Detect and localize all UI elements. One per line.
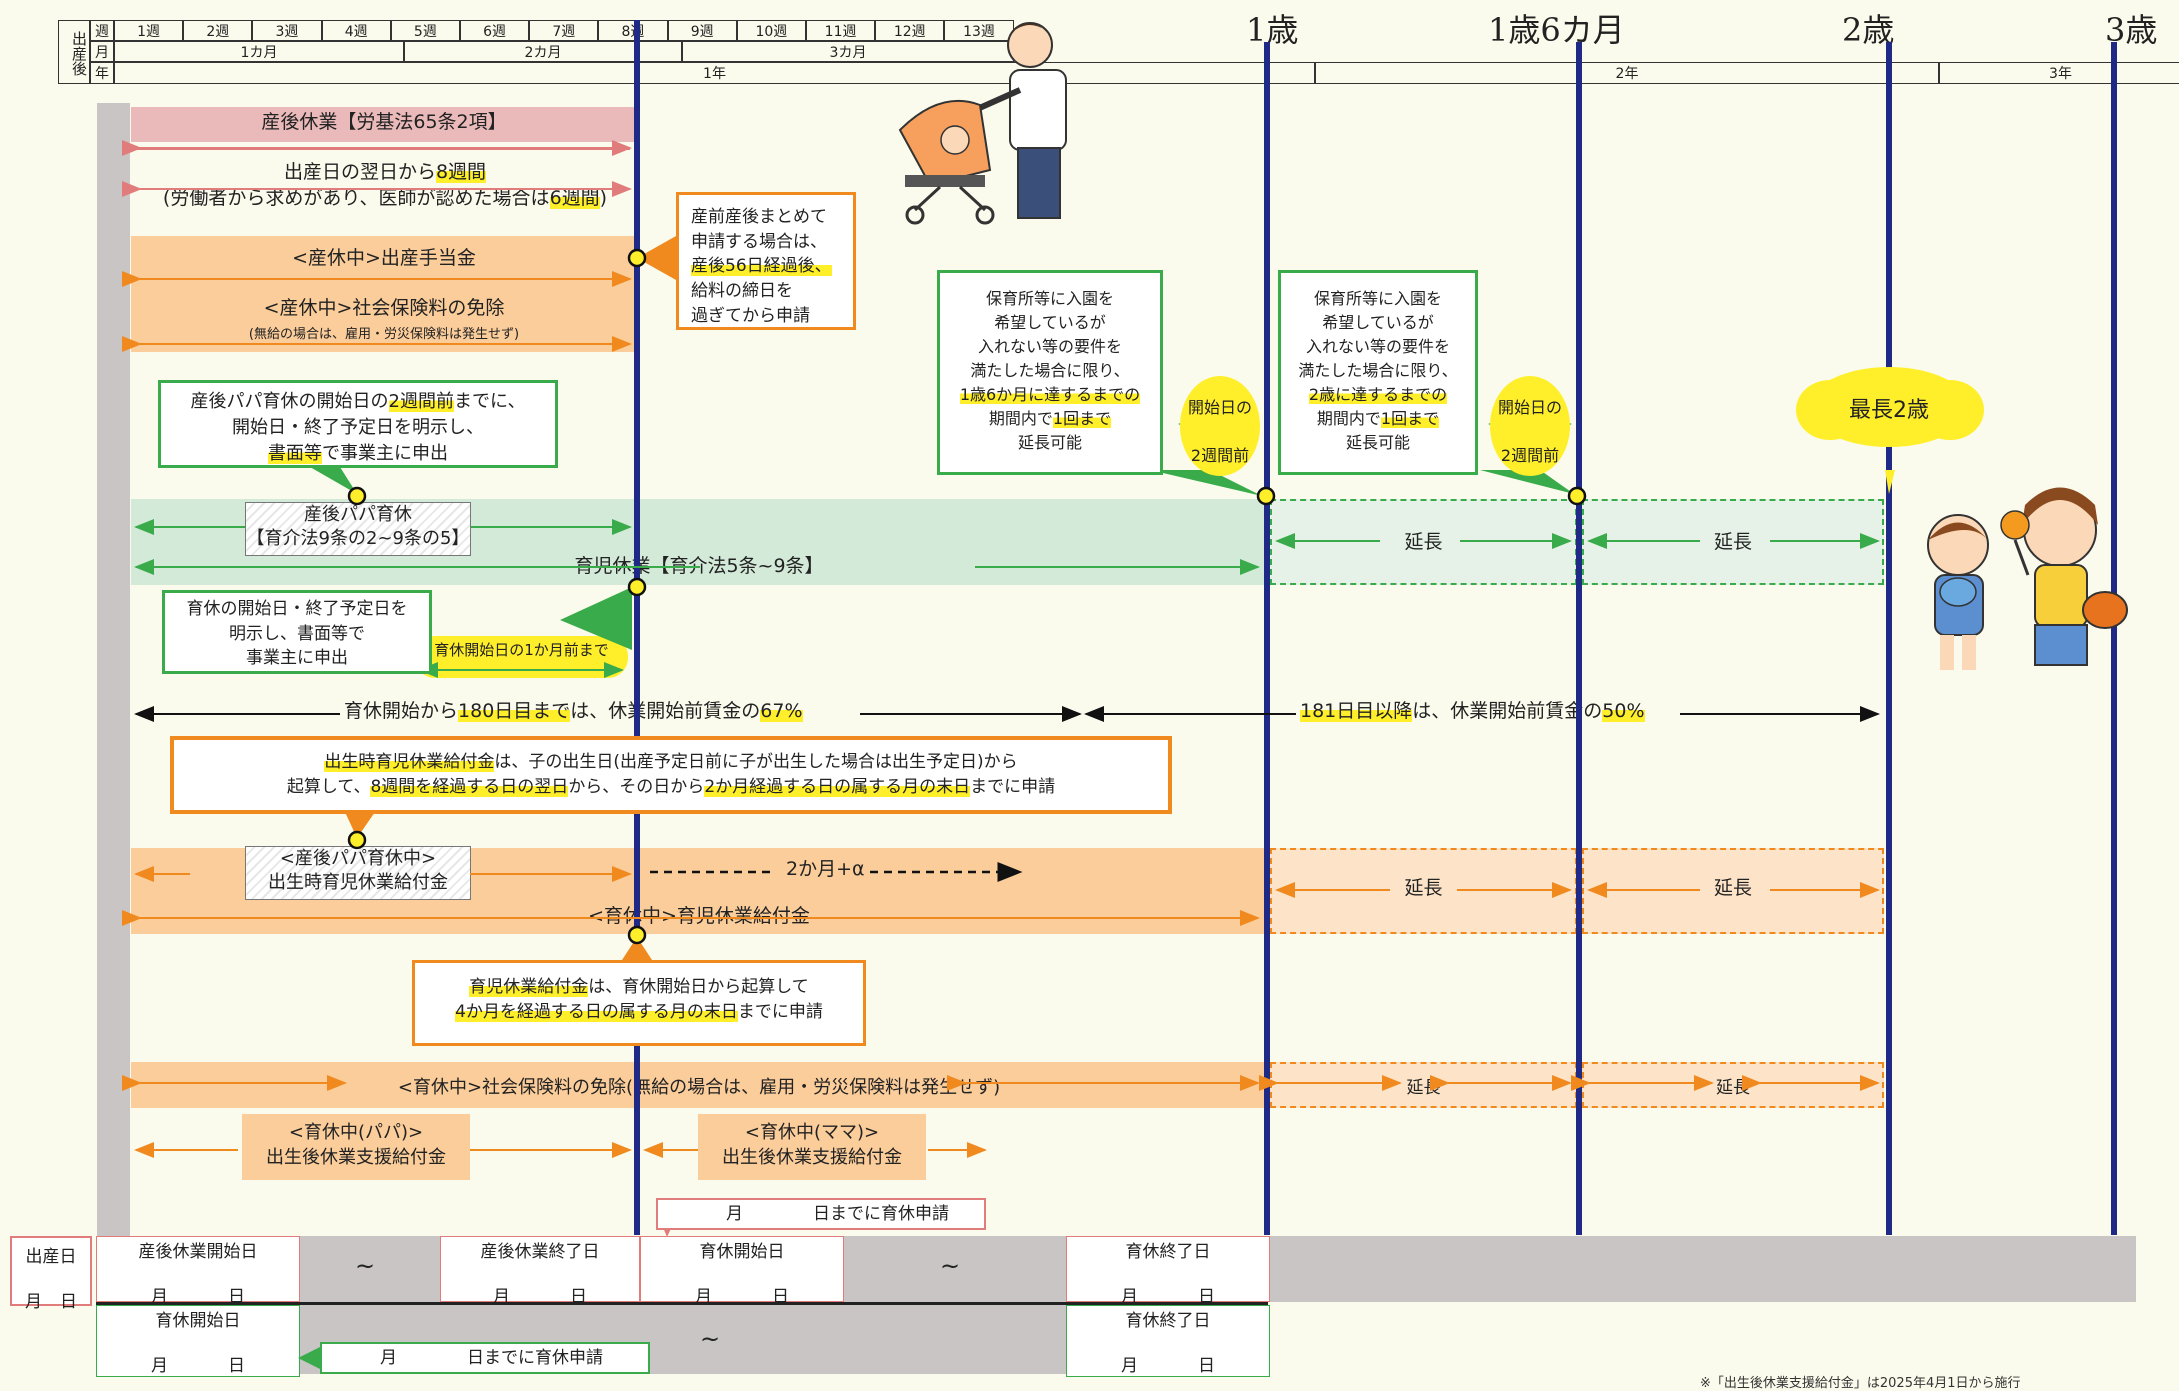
age-label-1-6: 1歳6カ月 xyxy=(1488,11,1625,49)
extension-2-callout: 保育所等に入園を希望しているが入れない等の要件を満たした場合に限り、2歳に達する… xyxy=(1278,270,1478,475)
birth-benefit-callout: 出生時育児休業給付金は、子の出生日(出産予定日前に子が出生した場合は出生予定日)… xyxy=(170,736,1172,814)
extension-1-callout: 保育所等に入園を希望しているが入れない等の要件を満たした場合に限り、1歳6か月に… xyxy=(937,270,1163,475)
social-insurance-leave-label: <育休中>社会保険料の免除(無給の場合は、雇用・労災保険料は発生せず) xyxy=(397,1077,1001,1098)
social-insurance-label: <産休中>社会保険料の免除 xyxy=(263,297,505,319)
header-month-1: 1カ月 xyxy=(114,41,404,62)
support-papa-box: <育休中(パパ)>出生後休業支援給付金 xyxy=(242,1114,470,1180)
age-label-2: 2歳 xyxy=(1842,11,1895,49)
mat-start-cell[interactable]: 産後休業開始日月日 xyxy=(96,1236,300,1307)
leave-end-cell-bottom[interactable]: 育休終了日月日 xyxy=(1066,1305,1270,1377)
header-week-3: 3週 xyxy=(252,20,322,41)
apply-by-box-top: 月日までに育休申請 xyxy=(656,1198,986,1230)
childbirth-allowance-label: <産休中>出産手当金 xyxy=(292,247,476,269)
left-gray-bar xyxy=(97,103,130,1238)
birth-date-cell[interactable]: 出産日月日 xyxy=(10,1236,92,1312)
leave-start-cell-bottom[interactable]: 育休開始日月日 xyxy=(96,1305,300,1377)
header-week-4: 4週 xyxy=(321,20,391,41)
support-mama-box: <育休中(ママ)>出生後休業支援給付金 xyxy=(698,1114,926,1180)
header-month-2: 2カ月 xyxy=(404,41,682,62)
tilde-3: ~ xyxy=(700,1325,721,1353)
header-year-3: 3年 xyxy=(1939,62,2179,84)
extend-label-green-2: 延長 xyxy=(1713,531,1752,553)
header-week-2: 2週 xyxy=(183,20,253,41)
childcare-benefit-callout: 育児休業給付金は、育休開始日から起算して 4か月を経過する日の属する月の末日まで… xyxy=(412,960,866,1046)
header-week-6: 6週 xyxy=(460,20,530,41)
parent-stroller-illustration xyxy=(898,22,1067,225)
header-week-7: 7週 xyxy=(529,20,599,41)
tilde-1: ~ xyxy=(355,1252,376,1280)
bottom-divider xyxy=(96,1302,1268,1305)
papa-leave-box: 産後パパ育休【育介法9条の2~9条の5】 xyxy=(245,502,471,556)
papa-notice-callout: 産後パパ育休の開始日の2週間前までに、 開始日・終了予定日を明示し、 書面等で事… xyxy=(158,380,558,468)
max-age-label: 最長2歳 xyxy=(1849,398,1929,423)
header-week-10: 10週 xyxy=(736,20,806,41)
header-row-label: 出産後 xyxy=(58,20,90,84)
two-months-plus-label: 2か月+α xyxy=(782,857,869,883)
children-illustration xyxy=(1927,487,2128,670)
header-year-label: 年 xyxy=(90,62,114,84)
header-year-1: 1年 xyxy=(114,62,1315,84)
apply-by-box-bottom: 月日までに育休申請 xyxy=(320,1342,650,1374)
leave-start-cell[interactable]: 育休開始日月日 xyxy=(640,1236,844,1307)
combined-application-callout: 産前産後まとめて申請する場合は、産後56日経過後、給料の締日を過ぎてから申請 xyxy=(676,192,856,330)
age-label-1: 1歳 xyxy=(1246,11,1299,49)
mat-end-cell[interactable]: 産後休業終了日月日 xyxy=(440,1236,640,1307)
header-week-1: 1週 xyxy=(114,20,184,41)
extend-label-si-2: 延長 xyxy=(1716,1078,1750,1098)
header-week-5: 5週 xyxy=(390,20,460,41)
header-week-12: 12週 xyxy=(875,20,945,41)
header-month-label: 月 xyxy=(90,41,114,62)
leave-end-cell-top[interactable]: 育休終了日月日 xyxy=(1066,1236,1270,1307)
extend-label-orange-1: 延長 xyxy=(1404,877,1443,899)
tilde-2: ~ xyxy=(940,1252,961,1280)
footer-note: ※「出生後休業支援給付金」は2025年4月1日から施行 xyxy=(1700,1376,2021,1391)
maternity-leave-band xyxy=(131,107,637,142)
wage-67-label: 育休開始から180日目までは、休業開始前賃金の67% xyxy=(340,699,807,725)
header-week-11: 11週 xyxy=(806,20,876,41)
maternity-leave-label: 産後休業【労基法65条2項】 xyxy=(261,111,507,133)
leave-notice-callout: 育休の開始日・終了予定日を明示し、書面等で事業主に申出 xyxy=(162,590,432,674)
extend-label-orange-2: 延長 xyxy=(1713,877,1752,899)
header-week-label: 週 xyxy=(90,20,114,41)
header-year-2: 2年 xyxy=(1315,62,1939,84)
header-week-9: 9週 xyxy=(667,20,737,41)
apply-arrow-bottom xyxy=(298,1347,320,1369)
papa-benefit-box: <産後パパ育休中>出生時育児休業給付金 xyxy=(245,846,471,900)
wage-50-label: 181日目以降は、休業開始前賃金の50% xyxy=(1296,699,1649,725)
extend-label-green-1: 延長 xyxy=(1404,531,1443,553)
